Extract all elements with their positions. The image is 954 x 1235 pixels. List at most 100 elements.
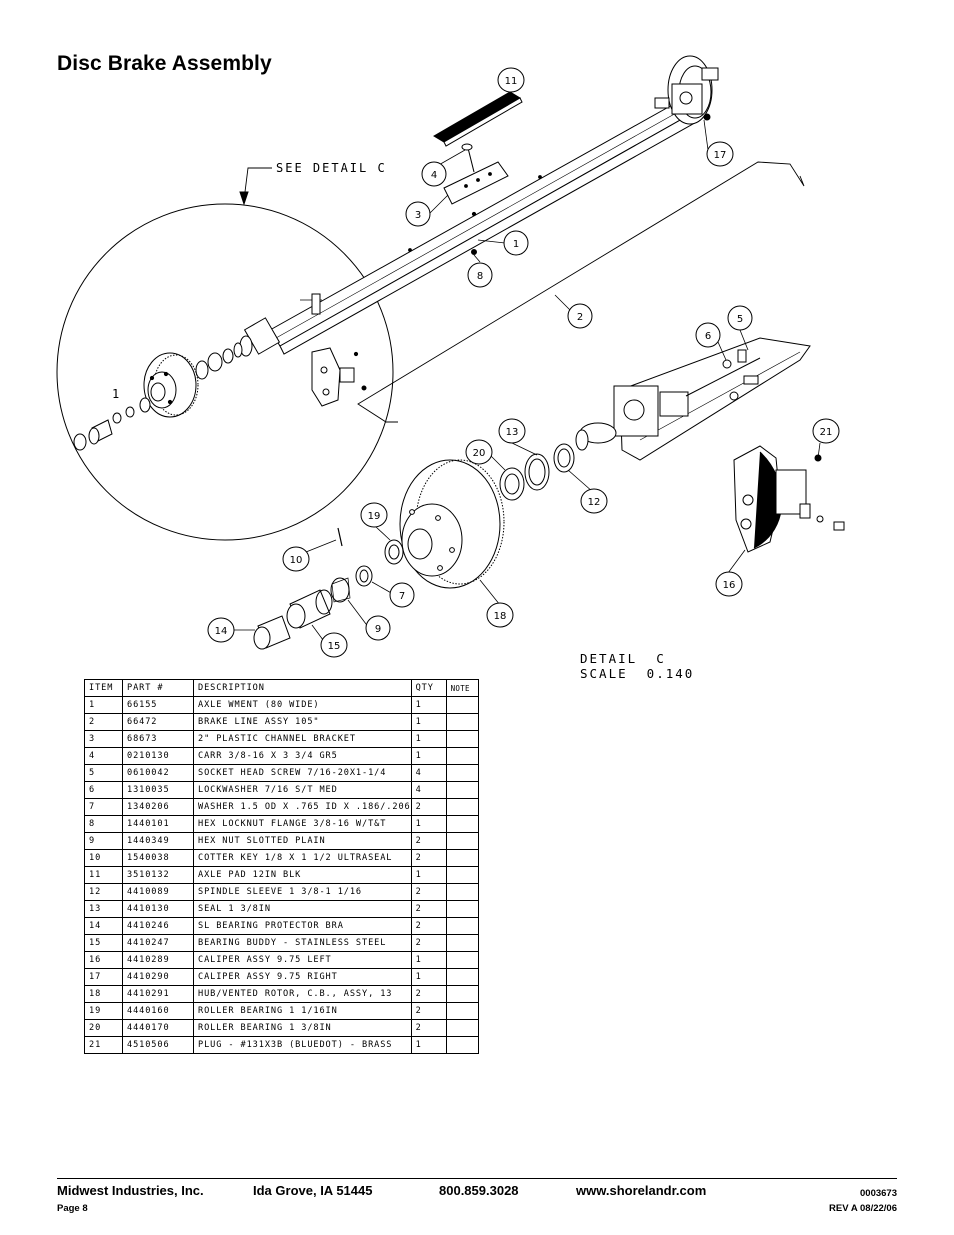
cell-qty: 1 [410,730,447,748]
cell-note [445,832,479,850]
cell-qty: 2 [410,934,447,952]
cell-part: 1440349 [122,832,194,850]
cell-note [445,696,479,714]
svg-text:12: 12 [588,497,601,508]
cell-description: BEARING BUDDY - STAINLESS STEEL [193,934,412,952]
cell-part: 66155 [122,696,194,714]
callout-4: 4 [421,161,447,187]
header-qty: QTY [410,679,447,697]
left-caliper [311,347,367,407]
cell-item: 18 [84,985,123,1003]
callout-1: 1 [503,230,529,256]
cell-part: 1440101 [122,815,194,833]
cell-item: 15 [84,934,123,952]
callout-11: 11 [497,67,525,93]
footer-company: Midwest Industries, Inc. [57,1183,204,1198]
page-title: Disc Brake Assembly [57,52,272,75]
detail-leader-line [243,167,272,201]
svg-text:20: 20 [473,448,486,459]
svg-text:13: 13 [506,427,519,438]
cell-qty: 2 [410,849,447,867]
callout-16: 16 [715,571,743,597]
callout-15: 15 [320,632,348,658]
cell-part: 0610042 [122,764,194,782]
cell-qty: 1 [410,866,447,884]
callout-2: 2 [567,303,593,329]
cell-qty: 2 [410,832,447,850]
cell-qty: 2 [410,1002,447,1020]
cell-note [445,798,479,816]
cell-description: CALIPER ASSY 9.75 RIGHT [193,968,412,986]
callout-19: 19 [360,502,388,528]
svg-text:3: 3 [415,210,421,221]
svg-text:2: 2 [577,312,583,323]
table-header-row: ITEM PART # DESCRIPTION QTY NOTE [84,679,479,697]
cell-description: AXLE PAD 12IN BLK [193,866,412,884]
svg-text:4: 4 [431,170,437,181]
svg-text:15: 15 [328,641,341,652]
header-note: NOTE [445,679,479,697]
svg-text:21: 21 [820,427,833,438]
cell-note [445,951,479,969]
cell-note [445,713,479,731]
cell-part: 4410291 [122,985,194,1003]
cell-note [445,883,479,901]
footer-page: Page 8 [57,1203,88,1214]
svg-text:16: 16 [723,580,736,591]
footer-location: Ida Grove, IA 51445 [253,1183,373,1198]
svg-text:19: 19 [368,511,381,522]
cell-qty: 2 [410,1019,447,1037]
callout-leaders [232,92,821,645]
footer-website: www.shorelandr.com [576,1183,707,1198]
cell-qty: 1 [410,968,447,986]
callout-balloons: 11 4 3 1 8 2 5 6 17 21 13 20 12 16 18 19… [207,67,840,658]
cell-item: 4 [84,747,123,765]
detail-c-circle [56,203,394,541]
cell-part: 4410289 [122,951,194,969]
cell-description: ROLLER BEARING 1 3/8IN [193,1019,412,1037]
cell-qty: 2 [410,798,447,816]
cell-note [445,1019,479,1037]
svg-text:5: 5 [737,314,743,325]
bearing-buddy [286,589,333,629]
svg-text:9: 9 [375,624,381,635]
right-hub-rotor [399,459,505,589]
detail-c-title: DETAIL C [580,651,666,666]
cell-qty: 2 [410,900,447,918]
svg-text:6: 6 [705,331,711,342]
cell-description: HUB/VENTED ROTOR, C.B., ASSY, 13 [193,985,412,1003]
cell-description: ROLLER BEARING 1 1/16IN [193,1002,412,1020]
cell-item: 8 [84,815,123,833]
cell-item: 5 [84,764,123,782]
cell-description: 2" PLASTIC CHANNEL BRACKET [193,730,412,748]
cell-item: 20 [84,1019,123,1037]
cell-description: SL BEARING PROTECTOR BRA [193,917,412,935]
svg-text:8: 8 [477,271,483,282]
cell-part: 4510506 [122,1036,194,1054]
callout-21: 21 [812,418,840,444]
cell-description: CALIPER ASSY 9.75 LEFT [193,951,412,969]
cell-item: 16 [84,951,123,969]
cell-item: 1 [84,696,123,714]
cell-description: BRAKE LINE ASSY 105" [193,713,412,731]
right-caliper-left-side [733,445,845,553]
left-hub-rotor [143,352,199,418]
cell-qty: 1 [410,747,447,765]
callout-7: 7 [389,582,415,608]
cell-part: 4410290 [122,968,194,986]
cell-qty: 4 [410,764,447,782]
callout-14: 14 [207,617,235,643]
cell-item: 17 [84,968,123,986]
left-spindle [233,293,322,358]
cell-qty: 1 [410,1036,447,1054]
cell-description: AXLE WMENT (80 WIDE) [193,696,412,714]
